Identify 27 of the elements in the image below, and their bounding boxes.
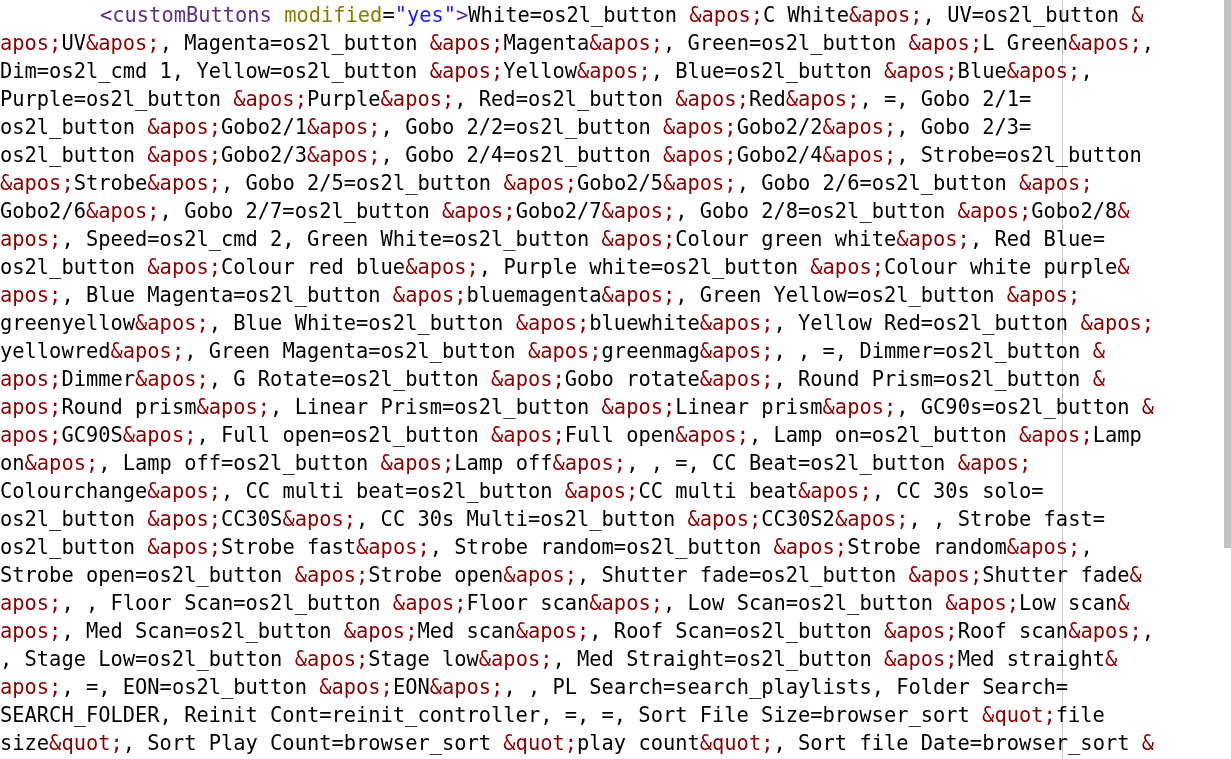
code-line: <customButtons modified="yes">White=os2l_button &apos;C White&apos;, UV=os2l_button & [100,2,1144,29]
code-line: Colourchange&apos;, CC multi beat=os2l_button &apos;CC multi beat&apos;, CC 30s solo= [0,478,1044,505]
code-line: os2l_button &apos;Gobo2/3&apos;, Gobo 2/4=os2l_button &apos;Gobo2/4&apos;, Strobe=os2l_button [0,142,1142,169]
code-line: os2l_button &apos;CC30S&apos;, CC 30s Multi=os2l_button &apos;CC30S2&apos;, , Strobe fast= [0,506,1105,533]
code-line: os2l_button &apos;Colour red blue&apos;, Purple white=os2l_button &apos;Colour white purple& [0,254,1130,281]
code-line: apos;Dimmer&apos;, G Rotate=os2l_button &apos;Gobo rotate&apos;, Round Prism=os2l_button & [0,366,1105,393]
code-line: apos;, Med Scan=os2l_button &apos;Med scan&apos;, Roof Scan=os2l_button &apos;Roof scan&apos;, [0,618,1155,645]
code-line: apos;, Speed=os2l_cmd 2, Green White=os2l_button &apos;Colour green white&apos;, Red Blue= [0,226,1105,253]
code-line: Dim=os2l_cmd 1, Yellow=os2l_button &apos;Yellow&apos;, Blue=os2l_button &apos;Blue&apos;, [0,58,1093,85]
code-line: apos;, , Floor Scan=os2l_button &apos;Floor scan&apos;, Low Scan=os2l_button &apos;Low scan& [0,590,1130,617]
code-line: greenyellow&apos;, Blue White=os2l_button &apos;bluewhite&apos;, Yellow Red=os2l_button &apos; [0,310,1155,337]
code-line: on&apos;, Lamp off=os2l_button &apos;Lamp off&apos;, , =, CC Beat=os2l_button &apos; [0,450,1032,477]
code-line: apos;UV&apos;, Magenta=os2l_button &apos;Magenta&apos;, Green=os2l_button &apos;L Green&apos;, [0,30,1155,57]
code-line: SEARCH_FOLDER, Reinit Cont=reinit_controller, =, =, Sort File Size=browser_sort &quot;file [0,702,1105,729]
code-line: size&quot;, Sort Play Count=browser_sort &quot;play count&quot;, Sort file Date=browser_sort & [0,730,1155,757]
code-line: Purple=os2l_button &apos;Purple&apos;, Red=os2l_button &apos;Red&apos;, =, Gobo 2/1= [0,86,1032,113]
code-line: &apos;Strobe&apos;, Gobo 2/5=os2l_button &apos;Gobo2/5&apos;, Gobo 2/6=os2l_button &apos; [0,170,1093,197]
code-line: Strobe open=os2l_button &apos;Strobe open&apos;, Shutter fade=os2l_button &apos;Shutter fade& [0,562,1142,589]
code-line: os2l_button &apos;Strobe fast&apos;, Strobe random=os2l_button &apos;Strobe random&apos;, [0,534,1093,561]
code-line: apos;, =, EON=os2l_button &apos;EON&apos;, , PL Search=search_playlists, Folder Search= [0,674,1069,701]
code-line: apos;Round prism&apos;, Linear Prism=os2l_button &apos;Linear prism&apos;, GC90s=os2l_button & [0,394,1155,421]
code-line: apos;, Blue Magenta=os2l_button &apos;bluemagenta&apos;, Green Yellow=os2l_button &apos; [0,282,1081,309]
code-line: , Stage Low=os2l_button &apos;Stage low&apos;, Med Straight=os2l_button &apos;Med straight& [0,646,1118,673]
code-line: os2l_button &apos;Gobo2/1&apos;, Gobo 2/2=os2l_button &apos;Gobo2/2&apos;, Gobo 2/3= [0,114,1032,141]
code-line: Gobo2/6&apos;, Gobo 2/7=os2l_button &apos;Gobo2/7&apos;, Gobo 2/8=os2l_button &apos;Gobo2/8& [0,198,1130,225]
code-line: apos;GC90S&apos;, Full open=os2l_button &apos;Full open&apos;, Lamp on=os2l_button &apos;Lamp [0,422,1142,449]
code-line: yellowred&apos;, Green Magenta=os2l_button &apos;greenmag&apos;, , =, Dimmer=os2l_button & [0,338,1105,365]
